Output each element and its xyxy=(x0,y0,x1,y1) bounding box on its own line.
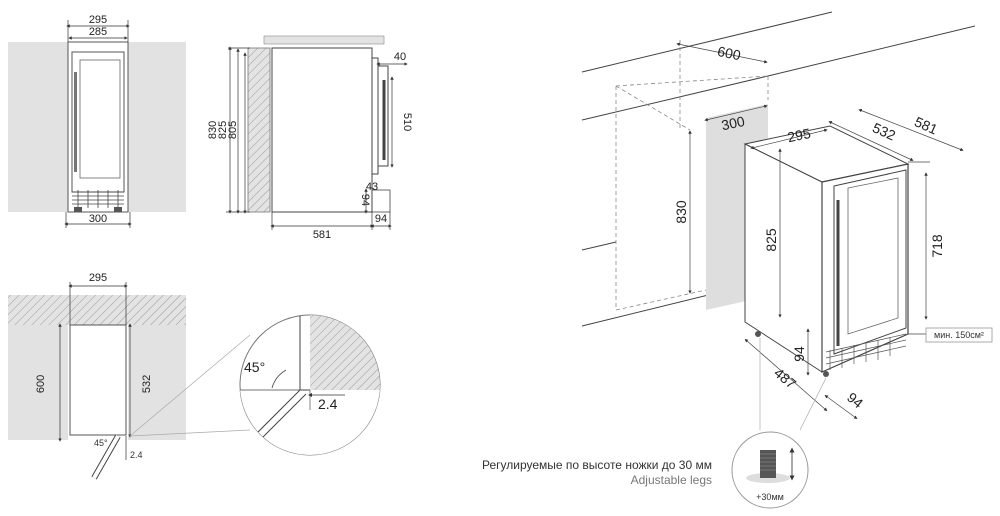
iso-niche-depth: 600 xyxy=(716,43,742,64)
side-depth: 581 xyxy=(313,229,331,241)
top-view: 295 600 532 45° 2.4 xyxy=(8,272,251,480)
side-foot-inset: 43 xyxy=(366,181,378,193)
detail-door-angle: 45° xyxy=(244,359,265,375)
side-view: 830 825 805 40 510 94 43 581 94 xyxy=(207,35,413,241)
side-height-805: 805 xyxy=(227,121,239,139)
front-width-inner: 285 xyxy=(89,26,107,38)
iso-ventilation-note: мин. 150см² xyxy=(934,330,984,340)
detail-view: 45° 2.4 xyxy=(239,314,381,456)
front-view: 295 285 300 xyxy=(8,14,186,228)
top-niche-depth: 600 xyxy=(35,375,47,393)
front-width-bottom: 300 xyxy=(89,213,107,225)
side-foot-height: 94 xyxy=(359,194,371,206)
top-clearance: 2.4 xyxy=(130,450,143,460)
side-door-height: 510 xyxy=(401,113,413,131)
iso-niche-width: 300 xyxy=(720,113,746,134)
detail-clearance: 2.4 xyxy=(318,396,338,412)
iso-niche-height: 830 xyxy=(673,200,689,224)
legs-range: +30мм xyxy=(756,492,784,502)
top-door-angle: 45° xyxy=(94,438,108,448)
iso-height: 825 xyxy=(763,228,779,252)
front-width-outer: 295 xyxy=(89,14,107,26)
top-width: 295 xyxy=(89,272,107,284)
side-height-830: 830 xyxy=(207,121,219,139)
side-height-825: 825 xyxy=(217,121,229,139)
iso-leg-depth: 487 xyxy=(771,365,799,392)
iso-appliance-width: 295 xyxy=(786,125,812,146)
top-body-depth: 532 xyxy=(141,375,153,393)
legs-caption-en: Adjustable legs xyxy=(631,473,712,487)
iso-door-height: 718 xyxy=(929,234,945,258)
legs-caption-ru: Регулируемые по высоте ножки до 30 мм xyxy=(482,458,712,472)
iso-leg-height: 94 xyxy=(791,346,807,362)
iso-view: 600 830 300 295 532 581 825 718 94 487 9… xyxy=(581,11,993,420)
legs-section: Регулируемые по высоте ножки до 30 мм Ad… xyxy=(482,338,827,509)
iso-total-depth: 581 xyxy=(912,113,940,137)
iso-leg-depth-front: 94 xyxy=(844,389,866,411)
side-foot-depth: 94 xyxy=(375,213,387,225)
side-handle-offset: 40 xyxy=(394,51,406,63)
